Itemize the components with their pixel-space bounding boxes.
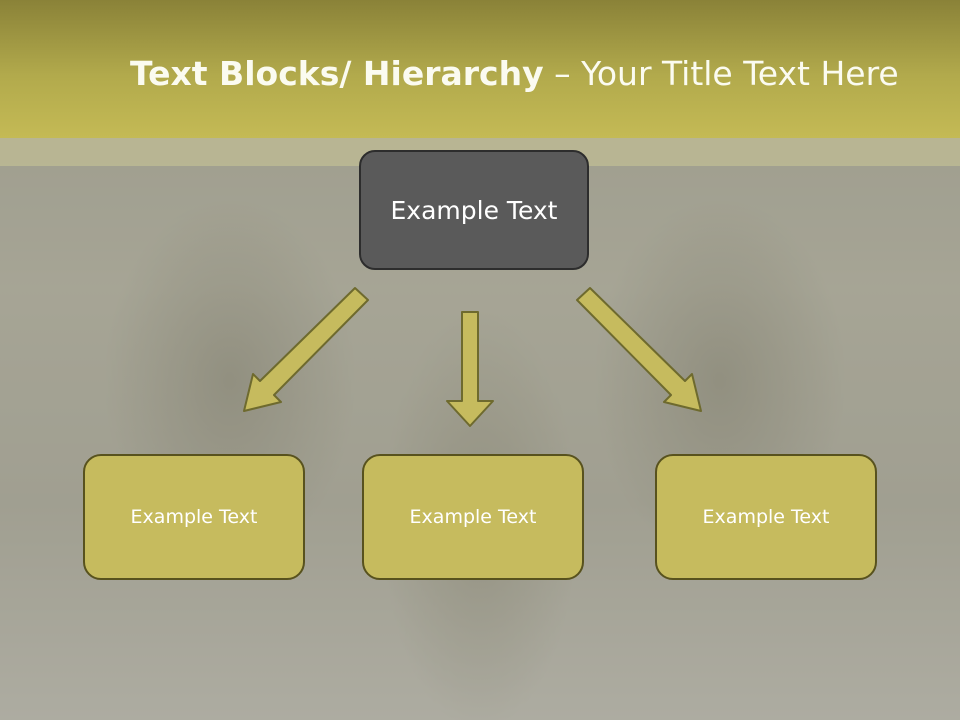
- slide-title[interactable]: Text Blocks/ Hierarchy – Your Title Text…: [130, 54, 899, 93]
- top-node-label: Example Text: [390, 195, 558, 225]
- title-bold-part: Text Blocks/ Hierarchy: [130, 54, 544, 93]
- arrow-center: [446, 311, 494, 427]
- arrow-left: [243, 287, 369, 412]
- child-node-box-2[interactable]: Example Text: [362, 454, 584, 580]
- title-rest-part: Your Title Text Here: [581, 54, 899, 93]
- child-node-box-1[interactable]: Example Text: [83, 454, 305, 580]
- title-separator: –: [543, 54, 582, 93]
- child-node-box-3[interactable]: Example Text: [655, 454, 877, 580]
- child-node-label-1: Example Text: [130, 506, 258, 528]
- title-bar: Text Blocks/ Hierarchy – Your Title Text…: [0, 0, 960, 138]
- top-node-box[interactable]: Example Text: [359, 150, 589, 270]
- child-node-label-2: Example Text: [409, 506, 537, 528]
- child-node-label-3: Example Text: [702, 506, 830, 528]
- arrow-right: [576, 287, 702, 412]
